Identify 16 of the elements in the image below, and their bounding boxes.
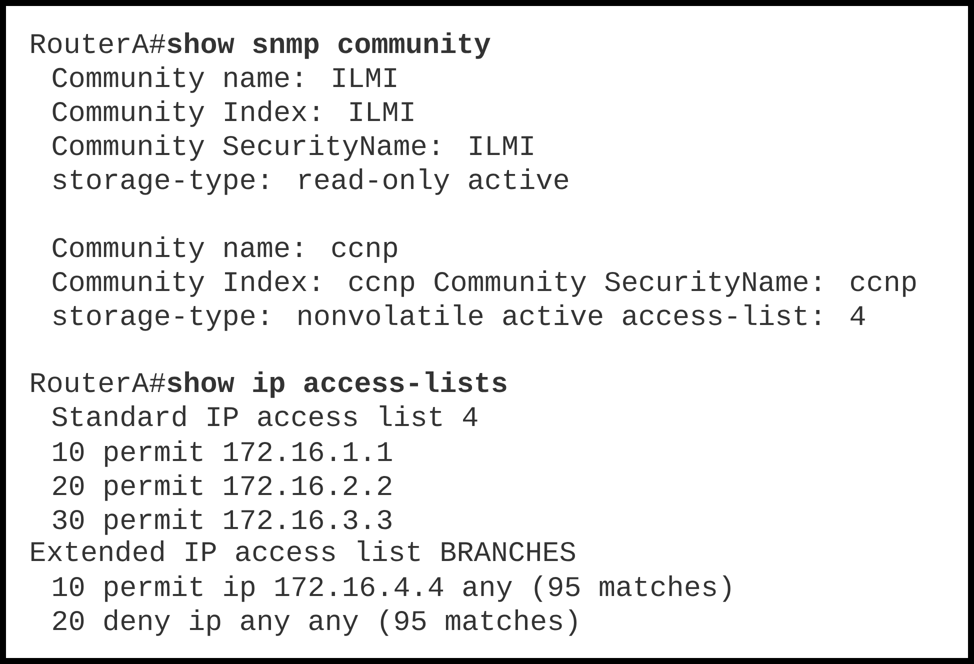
output-line: storage-type: read-only active (54, 168, 568, 195)
command-line: RouterA#show snmp community (31, 32, 490, 59)
output-line: Standard IP access list 4 (52, 405, 478, 426)
output-line: 10 permit 172.16.1.1 (53, 440, 392, 467)
output-line: 30 permit 172.16.3.3 (53, 508, 392, 535)
command-line: RouterA#show ip access-lists (31, 371, 506, 398)
output-line: storage-type: nonvolatile active access-list: 4 (54, 304, 865, 331)
output-line: 20 permit 172.16.2.2 (53, 474, 392, 501)
output-line: Community SecurityName: ILMI (52, 134, 533, 161)
output-line: Community name: ccnp (52, 236, 397, 263)
output-line: Extended IP access list BRANCHES (31, 540, 575, 562)
output-line: Community Index: ccnp Community SecurityName: ccnp (52, 270, 916, 297)
output-line: 10 permit ip 172.16.4.4 any (95 matches) (53, 575, 730, 602)
output-line: Community Index: ILMI (52, 100, 414, 127)
output-line: 20 deny ip any any (95 matches) (53, 609, 576, 636)
output-line: Community name: ILMI (52, 66, 396, 93)
